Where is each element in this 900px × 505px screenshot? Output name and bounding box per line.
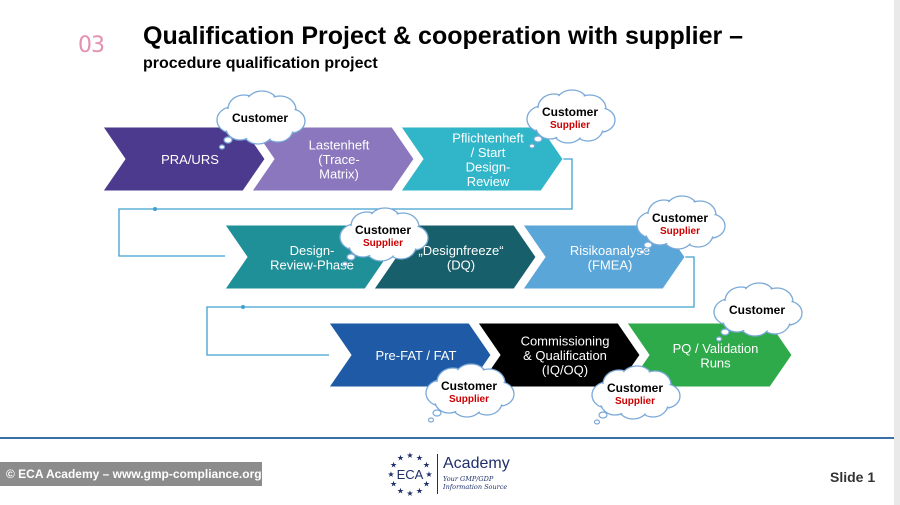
process-step-label-7: Pre-FAT / FAT: [376, 348, 457, 363]
process-step-label-2: Lastenheft(Trace-Matrix): [309, 138, 370, 182]
cloud-customer-label-7: Customer: [607, 381, 663, 395]
cloud-customer-label-4: Customer: [652, 211, 708, 225]
svg-text:★: ★: [397, 454, 404, 463]
connector-line-2: [206, 256, 695, 356]
svg-text:★: ★: [406, 489, 413, 498]
svg-text:★: ★: [397, 486, 404, 495]
cloud-supplier-label-2: Supplier: [550, 120, 590, 131]
cloud-customer-label-5: Customer: [729, 303, 785, 317]
svg-text:★: ★: [425, 470, 432, 479]
process-step-label-1: PRA/URS: [161, 152, 219, 167]
process-step-label-8: Commissioning& Qualification(IQ/OQ): [521, 334, 610, 378]
eu-stars-icon: ★★★★★★★★★★★★ECA: [387, 451, 432, 498]
slide-title: Qualification Project & cooperation with…: [143, 22, 744, 50]
logo-divider: [437, 454, 438, 494]
svg-text:★: ★: [423, 480, 430, 489]
svg-text:★: ★: [387, 470, 394, 479]
cloud-customer-label-6: Customer: [441, 379, 497, 393]
cloud-supplier-label-6: Supplier: [449, 394, 489, 405]
svg-text:★: ★: [390, 461, 397, 470]
customer-cloud-5: Customer: [713, 282, 803, 342]
process-step-label-6: Risikoanalyse(FMEA): [570, 243, 650, 273]
logo-word: Academy: [443, 455, 510, 472]
cloud-customer-label-1: Customer: [232, 111, 288, 125]
connector-dot-1: [153, 207, 157, 211]
cloud-supplier-label-7: Supplier: [615, 396, 655, 407]
svg-text:★: ★: [423, 461, 430, 470]
cloud-customer-label-2: Customer: [542, 105, 598, 119]
logo-short: ECA: [397, 467, 424, 482]
footer-divider: [0, 437, 894, 439]
process-step-arrow-2: [251, 126, 415, 192]
svg-text:★: ★: [390, 480, 397, 489]
cloud-supplier-label-4: Supplier: [660, 226, 700, 237]
slide-subtitle: procedure qualification project: [143, 55, 378, 72]
section-number: 03: [78, 33, 105, 58]
customer-cloud-1: Customer: [216, 90, 306, 150]
process-step-label-4: Design-Review-Phase: [270, 243, 354, 273]
copyright-notice: © ECA Academy – www.gmp-compliance.org: [0, 462, 262, 486]
connector-dot-2: [241, 305, 245, 309]
slide-number: Slide 1: [830, 469, 876, 485]
svg-text:★: ★: [416, 454, 423, 463]
svg-text:★: ★: [416, 486, 423, 495]
svg-text:★: ★: [406, 451, 413, 460]
right-edge-bar: [894, 0, 900, 505]
cloud-supplier-label-3: Supplier: [363, 238, 403, 249]
process-step-label-5: „Designfreeze“(DQ): [418, 243, 503, 273]
connector-line-1: [118, 158, 573, 257]
cloud-customer-label-3: Customer: [355, 223, 411, 237]
